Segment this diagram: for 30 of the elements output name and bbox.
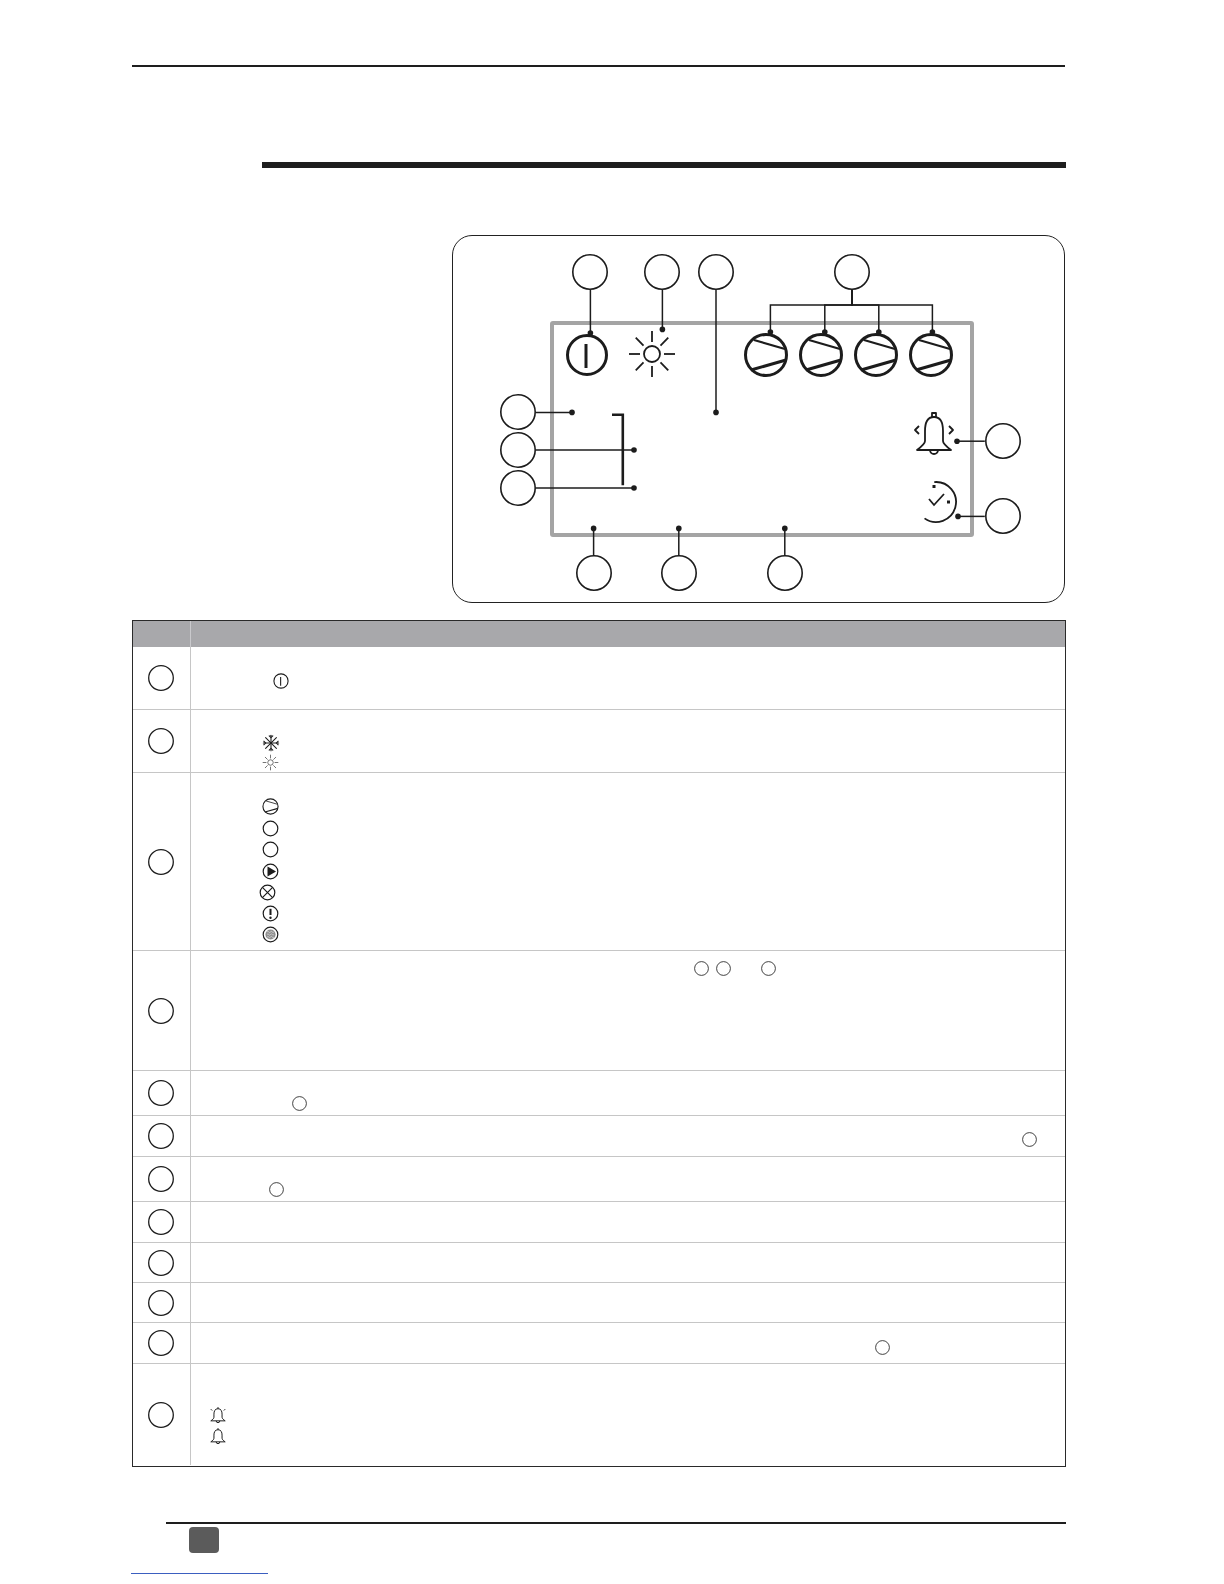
- callout-circle: [575, 555, 612, 592]
- compressor-icon: [853, 332, 899, 378]
- compressor-icon: [908, 332, 955, 378]
- leader-line: [590, 525, 597, 556]
- callout-circle: [984, 423, 1021, 460]
- leader-line: [587, 288, 594, 336]
- callout-circle: [572, 253, 609, 290]
- callout-circle: [499, 394, 536, 431]
- callout-circle: [644, 253, 681, 290]
- leader-line: [851, 288, 936, 335]
- leader-line: [534, 447, 637, 453]
- leader-line: [713, 288, 719, 416]
- callout-circle: [766, 555, 803, 592]
- leader-line: [676, 525, 682, 556]
- callout-circle: [499, 470, 536, 506]
- compressor-icon: [798, 332, 845, 378]
- sun-icon: [627, 329, 678, 380]
- leader-line: [955, 513, 986, 520]
- callout-circle: [660, 555, 697, 592]
- power-icon: [565, 333, 609, 377]
- leader-line: [659, 288, 666, 333]
- leader-line: [534, 409, 575, 416]
- leader-line: [782, 525, 788, 556]
- callout-circle: [499, 432, 536, 468]
- callout-circle: [698, 253, 734, 290]
- leader-line: [534, 485, 637, 491]
- compressor-icon: [743, 332, 789, 378]
- leader-line: [954, 438, 986, 444]
- callout-circle: [834, 253, 870, 290]
- callout-circle: [984, 498, 1021, 535]
